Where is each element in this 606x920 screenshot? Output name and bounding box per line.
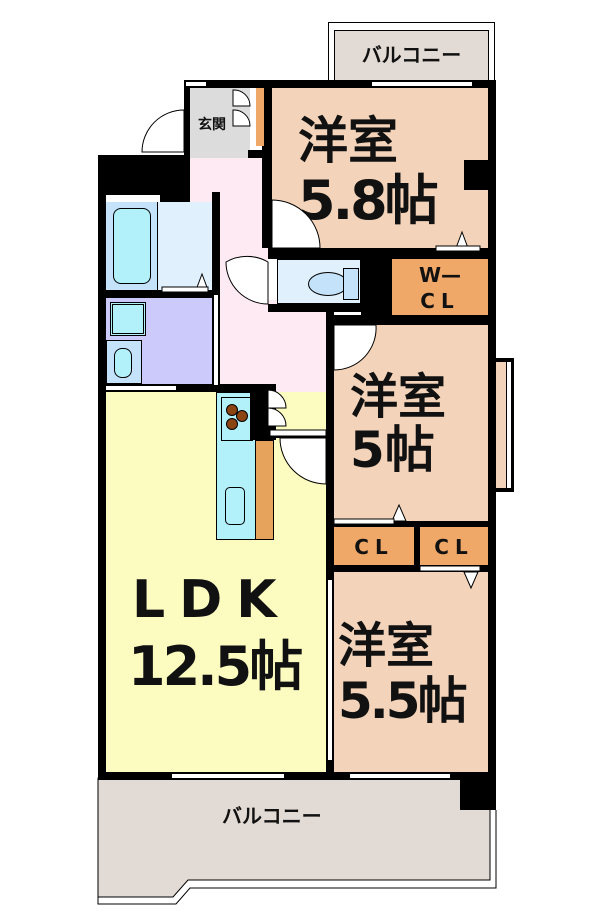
room1-door-swing	[271, 199, 321, 249]
entry-door-swing	[141, 109, 185, 153]
sink-icon	[225, 487, 245, 525]
wall	[184, 80, 496, 88]
bathtub-icon	[113, 208, 151, 284]
closet-1: CL	[334, 527, 414, 565]
window	[106, 385, 176, 391]
closet-1-label: CL	[354, 535, 394, 559]
western-room-2-label-line2: 5帖	[350, 421, 435, 479]
wall	[488, 80, 496, 780]
room2-door-swing	[333, 324, 377, 371]
wall	[106, 384, 276, 392]
burner-icon	[236, 410, 248, 422]
window	[186, 81, 206, 87]
wall	[326, 312, 334, 772]
washbasin-icon	[114, 348, 132, 378]
ldk-door-swing	[279, 437, 327, 485]
wall	[326, 565, 496, 572]
toilet-bowl-icon	[308, 272, 348, 296]
western-room-1-label-line1: 洋室	[298, 112, 398, 170]
western-room-2-label-line1: 洋室	[350, 369, 447, 425]
toilet-door-swing	[225, 255, 269, 305]
shoe-cabinet	[256, 88, 264, 146]
burner-icon	[226, 418, 238, 430]
western-room-3: 洋室 5.5帖	[334, 572, 488, 772]
western-room-3-label-line1: 洋室	[338, 618, 435, 674]
closet-2-label: CL	[434, 535, 474, 559]
balcony-top: バルコニー	[334, 30, 489, 80]
ldk-label-line2: 12.5帖	[128, 635, 303, 698]
wall	[262, 88, 272, 248]
sliding-door	[213, 295, 219, 385]
wall	[268, 304, 361, 312]
wall	[184, 80, 190, 160]
sliding-door	[327, 580, 333, 760]
toilet-tank-icon	[343, 268, 359, 300]
wall	[460, 772, 496, 810]
bay-window-glass	[506, 362, 512, 488]
wall	[160, 192, 190, 202]
wall	[414, 527, 420, 565]
wall	[248, 150, 272, 158]
window	[350, 773, 450, 779]
walk-in-closet: W— CL	[392, 259, 488, 315]
window	[172, 773, 284, 779]
western-room-1-label-line2: 5.8帖	[298, 169, 439, 232]
burner-icon	[226, 404, 238, 416]
closet-door-marker	[391, 503, 407, 522]
wall	[268, 248, 496, 259]
wall	[326, 521, 496, 527]
wall	[106, 290, 216, 298]
closet-door-marker	[463, 571, 479, 590]
washing-machine-icon	[110, 302, 146, 336]
washroom	[106, 298, 216, 384]
wall	[334, 315, 496, 325]
wall	[361, 259, 392, 325]
wall	[98, 772, 496, 780]
wall	[464, 160, 488, 190]
western-room-3-label-line2: 5.5帖	[338, 672, 468, 730]
wall	[98, 155, 106, 780]
entrance-label: 玄関	[198, 117, 226, 133]
walk-in-closet-label-line2: CL	[420, 289, 460, 313]
balcony-top-outline	[328, 22, 495, 80]
closet-2: CL	[420, 527, 488, 565]
kitchen-counter	[255, 440, 274, 540]
window	[372, 81, 472, 87]
walk-in-closet-label-line1: W—	[418, 263, 462, 287]
bathroom	[106, 202, 212, 290]
ldk-label-line1: LDK	[132, 570, 291, 630]
wall	[98, 155, 190, 195]
balcony-top-label: バルコニー	[361, 43, 462, 67]
toilet	[277, 259, 361, 304]
wall	[212, 192, 220, 388]
kitchen-counter-sink	[216, 392, 256, 540]
balcony-bottom-label: バルコニー	[222, 804, 322, 828]
